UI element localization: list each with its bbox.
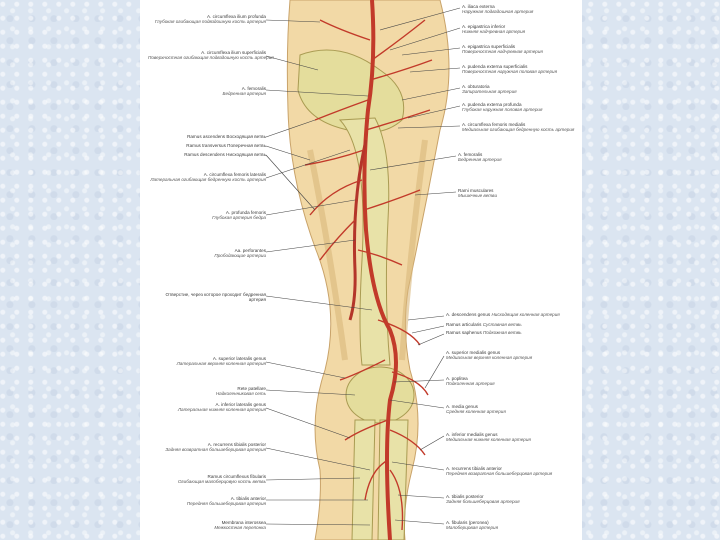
label-ramus-descendens: Ramus descendens Нисходящая ветвь — [148, 152, 266, 157]
leg-arteries-illustration — [140, 0, 582, 540]
label-ramus-ascendens: Ramus ascendens Восходящая ветвь — [148, 134, 266, 139]
label-fibularis: A. fibularis (peronea)Малоберцовая артер… — [446, 520, 498, 531]
fibula-bone — [352, 420, 375, 540]
label-descendens-genus: A. descendens genus Нисходящая коленная … — [446, 312, 560, 317]
label-ramus-transversus: Ramus transversus Поперечная ветвь — [148, 143, 266, 148]
label-adductor-opening: Отверстие, через которое проходит бедрен… — [148, 292, 266, 303]
label-ramus-saphenus: Ramus saphenus Подкожная ветвь — [446, 330, 522, 335]
label-ramus-articularis: Ramus articularis Суставная ветвь — [446, 322, 522, 327]
tibia-bone — [378, 420, 408, 540]
